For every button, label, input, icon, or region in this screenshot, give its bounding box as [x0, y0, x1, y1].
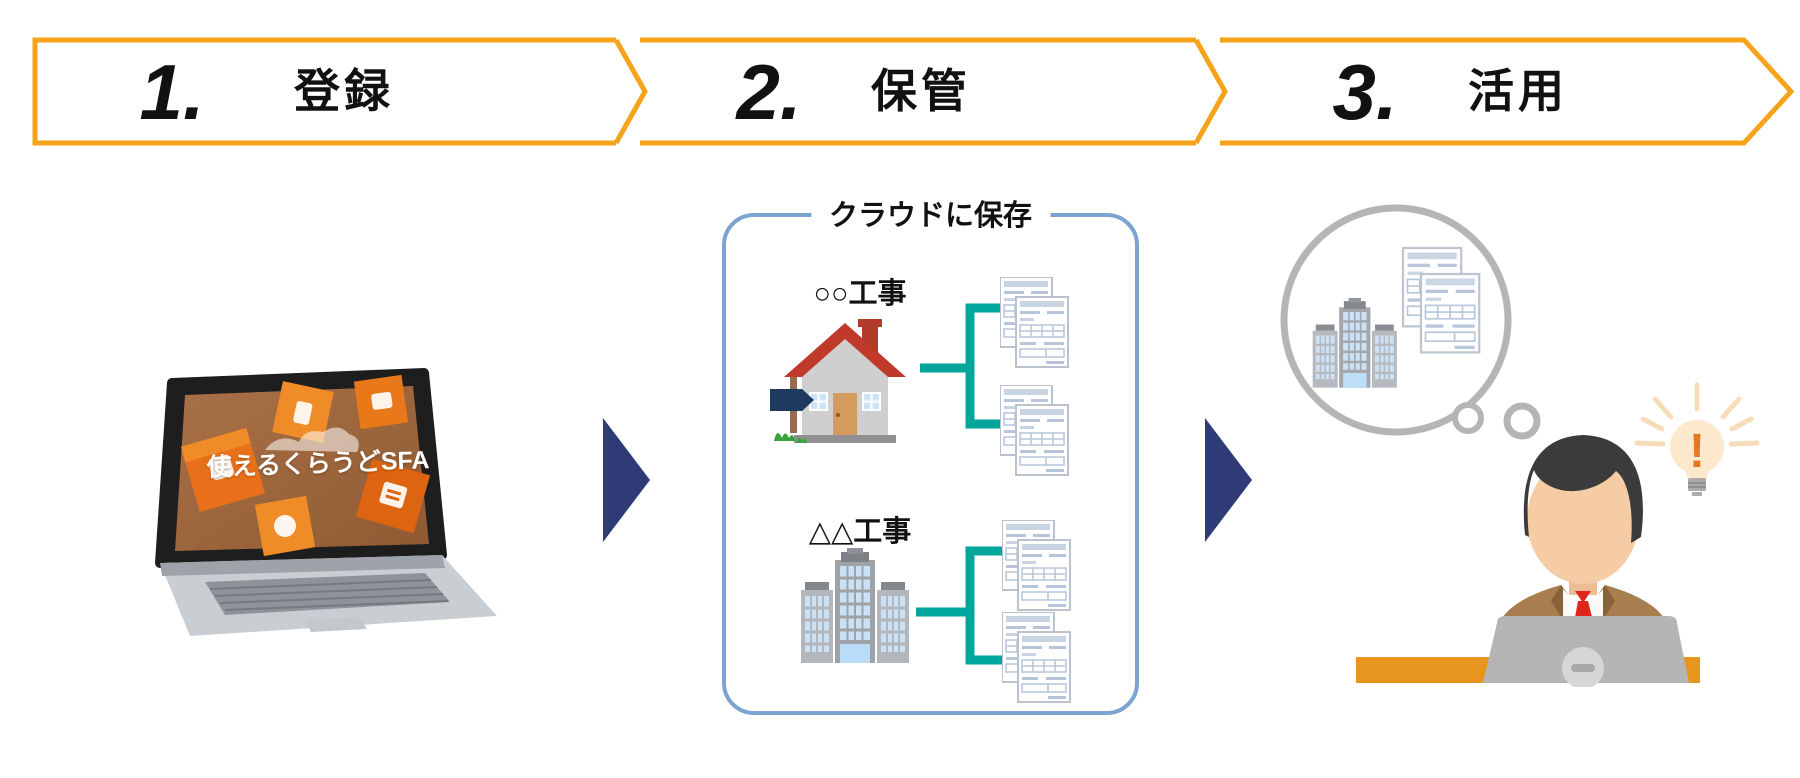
sfa-laptop-illustration	[155, 368, 497, 636]
project-1-label: ○○工事	[813, 278, 907, 310]
document-stack-icon	[1002, 520, 1072, 612]
thought-bubble	[1280, 204, 1541, 440]
cloud-storage-box: クラウドに保存	[722, 197, 1139, 715]
step-2-number: 2.	[736, 48, 802, 136]
connector-lines	[916, 303, 1008, 665]
bubble-tail-bump	[1452, 402, 1484, 434]
idea-bulb-icon: !	[1634, 382, 1760, 496]
chevron-divider-icon	[1193, 38, 1228, 145]
grass	[796, 437, 807, 443]
banner-segment-3-outline	[1220, 37, 1795, 146]
bulb-rays	[1634, 382, 1760, 447]
orange-cube-graphics	[180, 374, 431, 557]
step-3-label: 活用	[1468, 65, 1568, 117]
step-1-label: 登録	[294, 65, 394, 117]
worker-at-laptop-illustration: !	[1356, 382, 1760, 687]
step-3-number: 3.	[1332, 48, 1398, 136]
office-building-icon	[799, 548, 911, 663]
step-1-number: 1.	[139, 48, 205, 136]
hair	[1523, 435, 1643, 543]
sign-arrow-icon	[770, 389, 814, 411]
cloud-box-title: クラウドに保存	[810, 197, 1051, 235]
house-icon	[770, 319, 906, 443]
banner-segment-2-outline	[640, 37, 1196, 146]
flow-arrow-icon	[603, 418, 650, 542]
document-stack-icon	[1000, 385, 1070, 477]
document-stack-icon	[1002, 612, 1072, 704]
banner-segment-1-outline	[32, 37, 616, 146]
laptop-hinge	[160, 555, 445, 576]
grass	[774, 433, 795, 441]
minus-icon	[1571, 664, 1595, 672]
document-stack-icon	[1000, 277, 1070, 369]
process-banner	[32, 37, 1795, 146]
laptop-keyboard	[205, 573, 450, 615]
chevron-divider-icon	[613, 38, 648, 145]
bubble-tail-circle	[1503, 402, 1541, 440]
keyboard-rows	[209, 579, 449, 611]
step-2-label: 保管	[871, 65, 971, 117]
flow-arrow-icon	[1205, 418, 1252, 542]
laptop-trackpad	[305, 617, 367, 632]
idea-exclamation: !	[1689, 425, 1705, 478]
project-2-label: △△工事	[808, 516, 912, 548]
